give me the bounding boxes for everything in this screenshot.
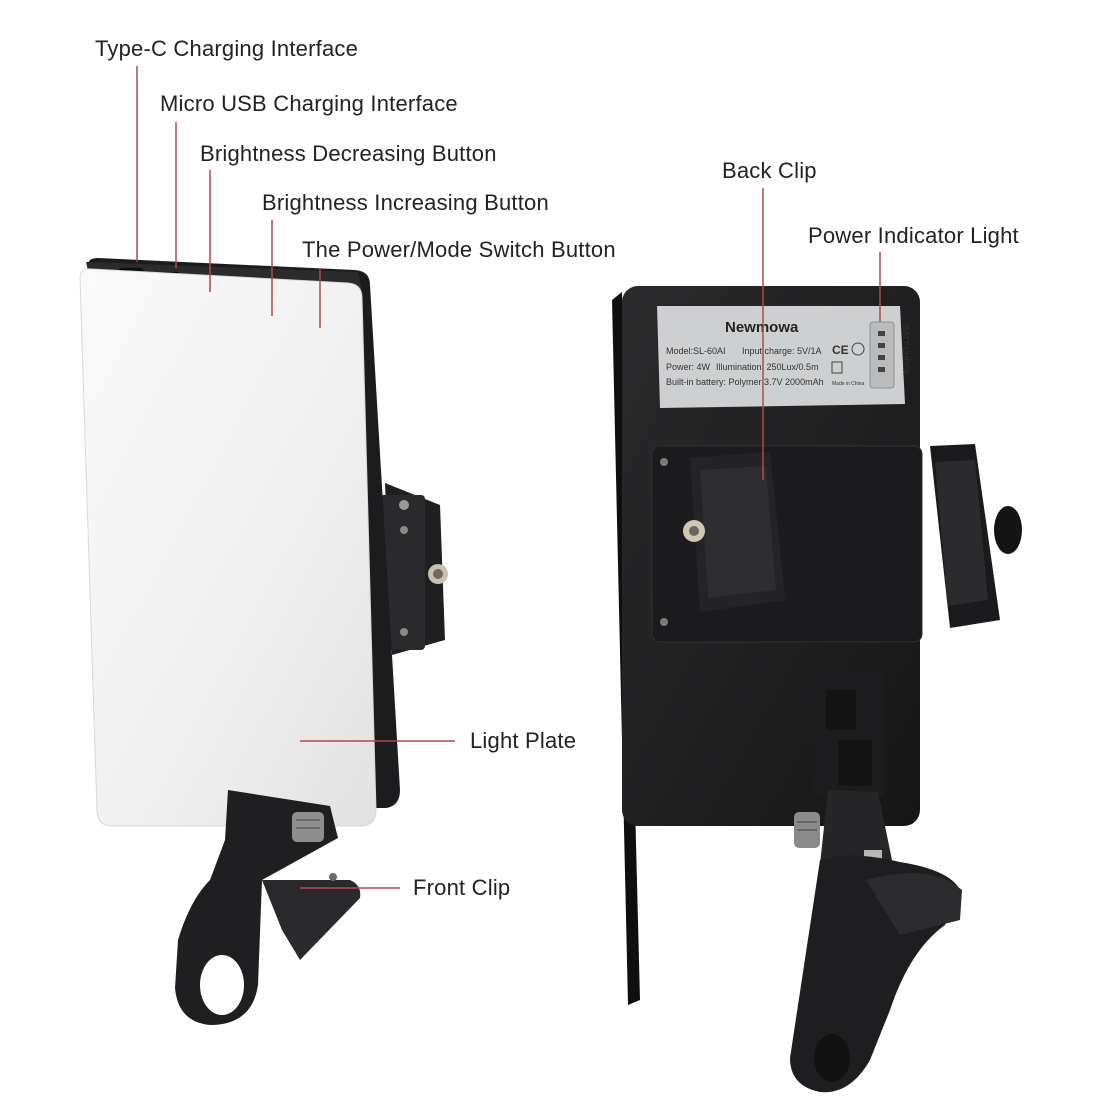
light-plate bbox=[79, 268, 377, 827]
back-lower-clip bbox=[790, 812, 962, 1093]
illumination-text: Illumination: 250Lux/0.5m bbox=[716, 362, 819, 372]
front-device bbox=[79, 258, 448, 1025]
batt-check-text: BATT CHECK bbox=[901, 325, 910, 376]
callout-brightness-increase: Brightness Increasing Button bbox=[262, 190, 549, 215]
callout-micro-usb: Micro USB Charging Interface bbox=[160, 91, 458, 116]
ce-mark: CE bbox=[832, 343, 849, 357]
trash-bin-icon bbox=[831, 361, 843, 374]
callout-front-clip: Front Clip bbox=[413, 875, 511, 900]
back-device: Newmowa Model:SL-60AI Input charge: 5V/1… bbox=[612, 286, 1022, 1093]
product-sticker bbox=[657, 306, 905, 408]
made-in-text: Made in China bbox=[832, 381, 864, 387]
callout-back-clip: Back Clip bbox=[722, 158, 817, 183]
front-clip bbox=[175, 790, 361, 1025]
recycle-icon bbox=[851, 342, 865, 356]
callout-power-indicator: Power Indicator Light bbox=[808, 223, 1019, 248]
battery-text: Built-in battery: Polymer 3.7V 2000mAh bbox=[666, 377, 824, 387]
callout-brightness-decrease: Brightness Decreasing Button bbox=[200, 141, 497, 166]
brand-name: Newmowa bbox=[725, 319, 799, 336]
model-text: Model:SL-60AI bbox=[666, 346, 726, 356]
callout-power-mode: The Power/Mode Switch Button bbox=[302, 237, 616, 262]
side-mount-bracket bbox=[380, 483, 448, 655]
leader-lines bbox=[136, 66, 881, 889]
front-clip-ring bbox=[200, 955, 244, 1015]
callout-light-plate: Light Plate bbox=[470, 728, 577, 753]
input-charge-text: Input charge: 5V/1A bbox=[742, 346, 822, 356]
power-text: Power: 4W bbox=[666, 362, 711, 372]
callout-type-c: Type-C Charging Interface bbox=[95, 36, 359, 61]
